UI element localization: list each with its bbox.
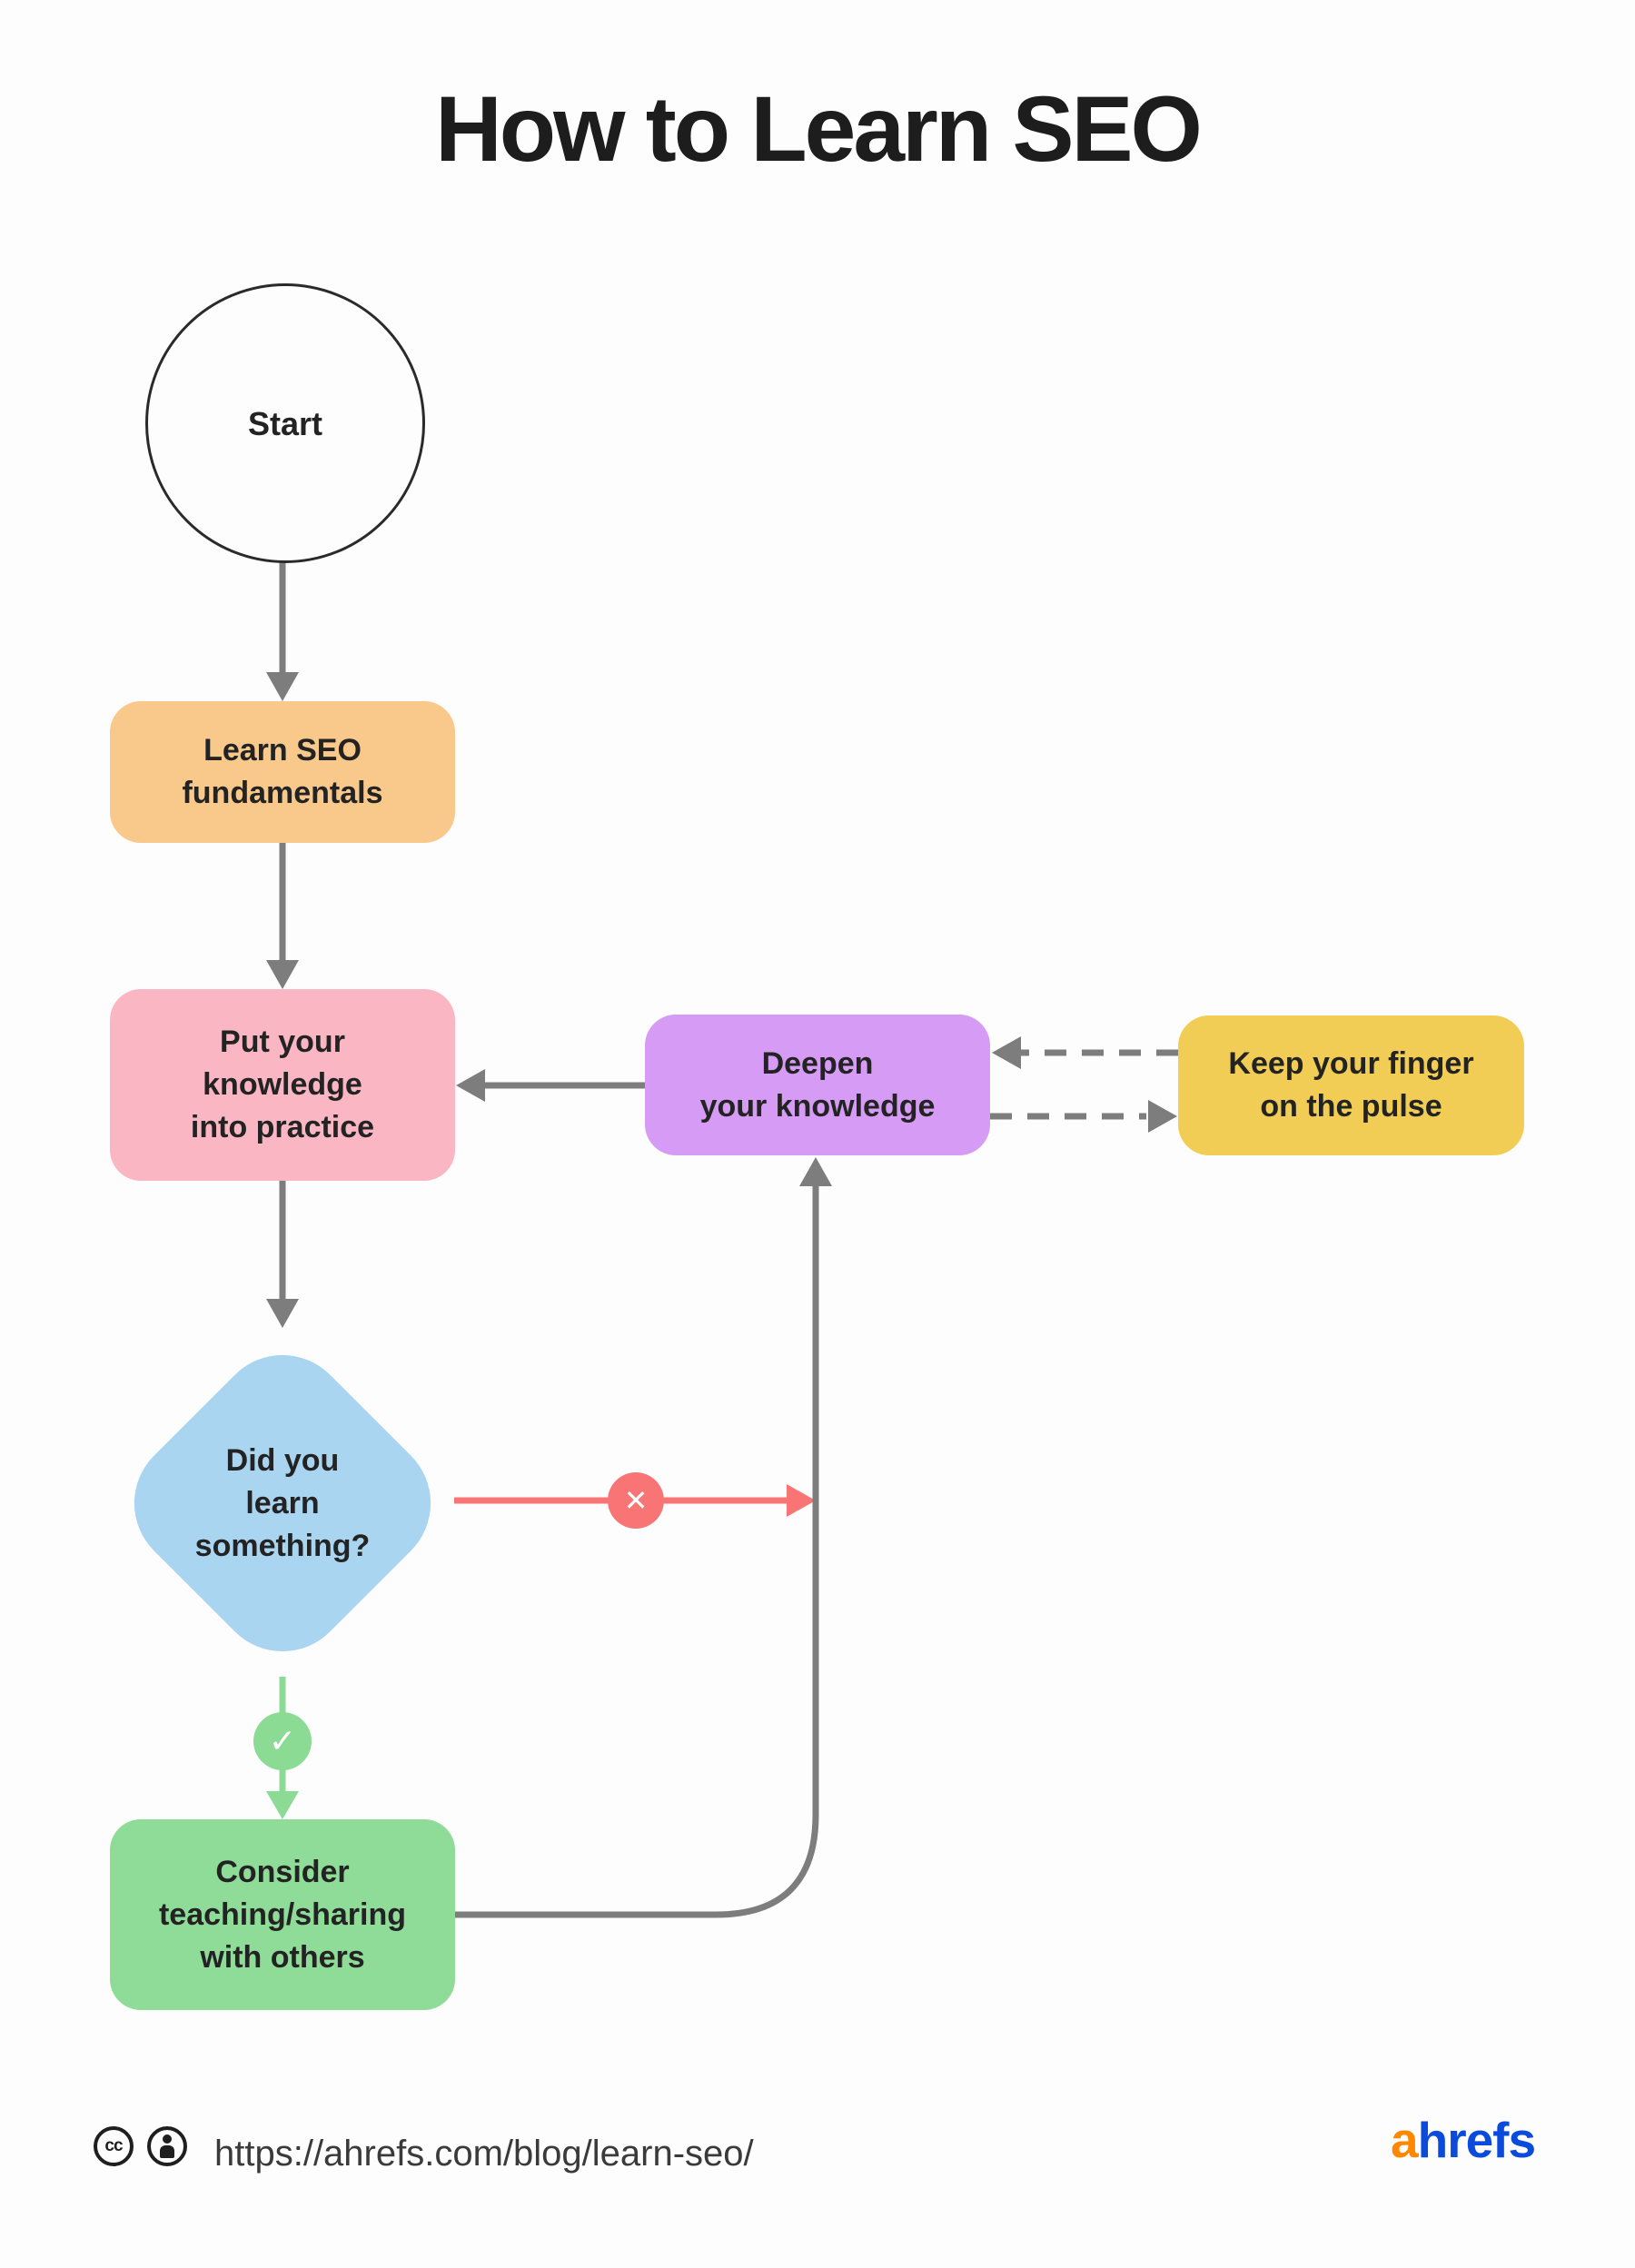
- arrowhead-practice: [266, 960, 299, 989]
- arrowhead-into-deepen: [992, 1036, 1021, 1069]
- page-title: How to Learn SEO: [435, 77, 1203, 181]
- ahrefs-logo: ahrefs: [1391, 2111, 1536, 2169]
- arrowhead-fundamentals: [266, 672, 299, 701]
- arrowhead-decision: [266, 1299, 299, 1328]
- node-learn-seo-fundamentals: Learn SEO fundamentals: [110, 701, 455, 843]
- person-body: [160, 2145, 174, 2158]
- arrowhead-into-deepen-bottom: [799, 1157, 832, 1186]
- node-start: Start: [145, 283, 425, 563]
- arrowhead-no-junction: [787, 1484, 816, 1517]
- cc-license-icon: cc: [94, 2126, 134, 2166]
- node-deepen-your-knowledge: Deepen your knowledge: [645, 1015, 990, 1155]
- person-head: [163, 2134, 172, 2144]
- arrowhead-into-pulse: [1148, 1100, 1177, 1133]
- node-keep-finger-on-pulse: Keep your finger on the pulse: [1178, 1015, 1524, 1155]
- yes-check-icon: ✓: [253, 1712, 312, 1770]
- edge-teach-deepen-loop: [455, 1184, 819, 1918]
- ahrefs-logo-hrefs: hrefs: [1417, 2112, 1536, 2168]
- arrowhead-into-practice: [456, 1069, 485, 1102]
- node-did-you-learn-something-label: Did you learn something?: [194, 1442, 371, 1563]
- ahrefs-logo-a: a: [1391, 2112, 1419, 2168]
- arrowhead-teach: [266, 1791, 299, 1819]
- source-url: https://ahrefs.com/blog/learn-seo/: [214, 2134, 754, 2174]
- node-consider-teaching-sharing: Consider teaching/sharing with others: [110, 1819, 455, 2010]
- node-put-knowledge-into-practice: Put your knowledge into practice: [110, 989, 455, 1181]
- attribution-person-icon: [147, 2126, 187, 2166]
- no-cross-icon: ✕: [608, 1472, 664, 1529]
